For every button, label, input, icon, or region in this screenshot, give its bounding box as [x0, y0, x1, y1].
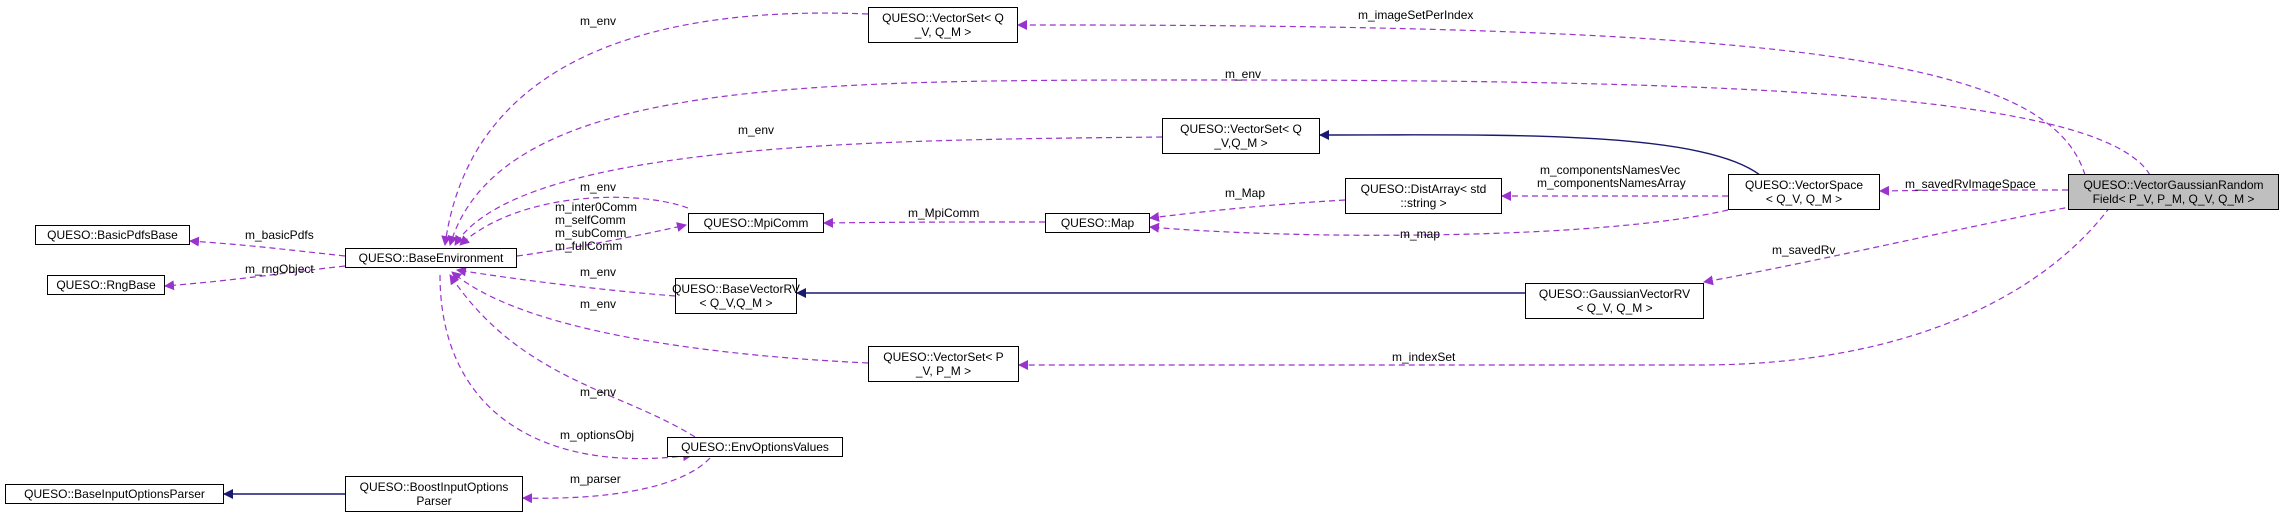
node-base-vector-rv[interactable]: QUESO::BaseVectorRV < Q_V,Q_M > [672, 278, 800, 314]
node-label-line-1: QUESO::VectorSet< P [883, 350, 1004, 364]
edge-m-MpiComm [823, 217, 1046, 228]
node-label-line-2: < Q_V, Q_M > [1576, 301, 1653, 315]
edge-m-env-long [447, 79, 2151, 246]
edge-label-m-indexSet: m_indexSet [1392, 350, 1456, 364]
node-vector-space[interactable]: QUESO::VectorSpace < Q_V, Q_M > [1728, 174, 1880, 210]
node-label-line-1: QUESO::BaseInputOptionsParser [24, 487, 205, 501]
edge-label-m-componentsNamesArray: m_componentsNamesArray [1537, 176, 1686, 190]
node-label-line-2: _V, P_M > [915, 364, 972, 378]
node-label-line-1: QUESO::VectorSpace [1744, 178, 1864, 192]
edge-label-m-Map: m_Map [1225, 186, 1266, 200]
node-label-line-1: QUESO::BaseEnvironment [358, 251, 504, 265]
node-gaussian-vector-rv[interactable]: QUESO::GaussianVectorRV < Q_V, Q_M > [1525, 283, 1704, 319]
edge-inherit-vectorspace [1319, 129, 1761, 176]
edge-m-basicPdfs [189, 236, 346, 257]
node-label-line-2: Field< P_V, P_M, Q_V, Q_M > [2092, 192, 2255, 206]
node-label-line-1: QUESO::GaussianVectorRV [1538, 287, 1691, 301]
node-base-input-options-parser[interactable]: QUESO::BaseInputOptionsParser [5, 484, 224, 504]
node-label-line-1: QUESO::VectorGaussianRandom [2083, 178, 2264, 192]
edge-label-m-basicPdfs: m_basicPdfs [245, 228, 314, 242]
node-dist-array[interactable]: QUESO::DistArray< std ::string > [1345, 178, 1502, 214]
edge-label-m-env-vsmid: m_env [738, 123, 775, 137]
node-label-line-1: QUESO::VectorSet< Q [882, 11, 1004, 25]
node-label-line-2: ::string > [1400, 196, 1447, 210]
edge-label-m-env-long: m_env [1225, 67, 1262, 81]
edge-label-m-env-bvrv: m_env [580, 265, 617, 279]
edge-label-m-env-vspv: m_env [580, 297, 617, 311]
node-label-line-2: < Q_V,Q_M > [699, 296, 773, 310]
node-label-line-1: QUESO::Map [1060, 216, 1135, 230]
node-mpi-comm[interactable]: QUESO::MpiComm [688, 213, 824, 233]
node-label-line-2: < Q_V, Q_M > [1765, 192, 1843, 206]
node-label-line-1: QUESO::DistArray< std [1360, 182, 1487, 196]
edge-label-m-savedRv: m_savedRv [1772, 243, 1836, 257]
edge-label-m-parser: m_parser [570, 472, 621, 486]
node-label-line-1: QUESO::MpiComm [703, 216, 809, 230]
node-label-line-2: _V,Q_M > [1214, 136, 1268, 150]
edge-label-m-MpiComm: m_MpiComm [908, 206, 980, 220]
edge-m-optionsObj [439, 274, 693, 462]
edge-m-env-vstop [441, 12, 869, 246]
edge-m-rngObject [164, 265, 346, 291]
edge-label-m-selfComm: m_selfComm [555, 213, 626, 227]
node-label-line-1: QUESO::RngBase [56, 278, 156, 292]
edge-label-m-imageSetPerIndex: m_imageSetPerIndex [1358, 8, 1474, 22]
edge-m-map [1149, 209, 1729, 236]
edge-label-m-env-opts: m_env [580, 385, 617, 399]
node-vectorset-qv-qm-mid[interactable]: QUESO::VectorSet< Q _V,Q_M > [1162, 118, 1320, 154]
edge-label-m-componentsNamesVec: m_componentsNamesVec [1540, 163, 1681, 177]
edge-m-savedRv [1703, 205, 2076, 286]
edge-m-env-bvrv [456, 266, 676, 297]
edge-label-m-rngObject: m_rngObject [245, 262, 314, 276]
node-env-options-values[interactable]: QUESO::EnvOptionsValues [667, 437, 843, 457]
edge-m-env-vspv [451, 271, 869, 364]
edge-label-m-fullComm: m_fullComm [555, 239, 623, 253]
node-label-line-1: QUESO::EnvOptionsValues [681, 440, 829, 454]
node-label-line-1: QUESO::BoostInputOptions [359, 480, 509, 494]
node-vector-gaussian-random-field[interactable]: QUESO::VectorGaussianRandom Field< P_V, … [2068, 174, 2279, 210]
edge-label-m-subComm: m_subComm [555, 226, 627, 240]
edge-m-savedRvImageSpace [1879, 185, 2069, 196]
edge-m-env-mpi [459, 196, 689, 246]
node-label-line-2: _V, Q_M > [914, 25, 972, 39]
node-label-line-1: QUESO::BasicPdfsBase [47, 228, 178, 242]
edge-label-m-optionsObj: m_optionsObj [560, 428, 635, 442]
node-label-line-1: QUESO::VectorSet< Q [1180, 122, 1302, 136]
node-vectorset-pv-pm[interactable]: QUESO::VectorSet< P _V, P_M > [868, 346, 1019, 382]
edge-m-imageSetPerIndex [1017, 19, 2086, 176]
node-label-line-2: Parser [416, 494, 452, 508]
edge-label-m-interComm: m_inter0Comm [555, 200, 638, 214]
edge-m-parser [522, 457, 711, 504]
node-label-line-1: QUESO::BaseVectorRV [672, 282, 800, 296]
node-vectorset-qv-qm-top[interactable]: QUESO::VectorSet< Q _V, Q_M > [868, 7, 1018, 43]
node-map[interactable]: QUESO::Map [1045, 213, 1150, 233]
edge-m-indexSet [1018, 206, 2111, 370]
node-base-environment[interactable]: QUESO::BaseEnvironment [345, 248, 517, 268]
edge-label-m-env-vstop: m_env [580, 14, 617, 28]
node-basic-pdfs-base[interactable]: QUESO::BasicPdfsBase [35, 225, 190, 245]
edge-label-m-map: m_map [1400, 227, 1441, 241]
edge-m-env-opts [449, 274, 696, 438]
edge-m-Map [1149, 199, 1346, 222]
node-rng-base[interactable]: QUESO::RngBase [47, 275, 165, 295]
edge-label-m-savedRvImageSpace: m_savedRvImageSpace [1905, 177, 2036, 191]
node-boost-input-options-parser[interactable]: QUESO::BoostInputOptions Parser [345, 476, 523, 512]
edge-label-m-env-mpi: m_env [580, 180, 617, 194]
